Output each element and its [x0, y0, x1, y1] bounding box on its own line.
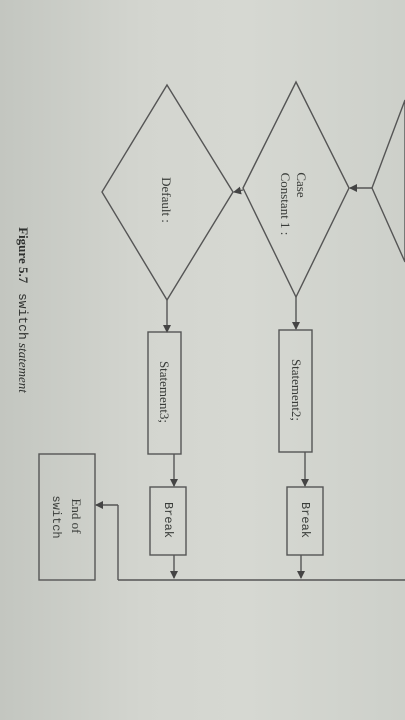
statement3-label: Statement3; [157, 360, 172, 424]
constant-1-label: Constant 1 : [278, 172, 293, 236]
caption-text: statement [16, 343, 31, 393]
figure-caption: Figure 5.7 switch statement [15, 215, 31, 405]
statement3-box [147, 331, 182, 455]
break-box-2 [149, 486, 187, 556]
statement2-box [278, 329, 313, 453]
break-box-1 [286, 486, 324, 556]
break-label-1: Break [298, 501, 312, 538]
caption-switch-keyword: switch [15, 292, 30, 340]
switch-word-label: switch [49, 495, 63, 539]
default-label: Default : [159, 177, 174, 223]
end-of-label: End of [69, 498, 84, 534]
statement2-label: Statement2; [289, 358, 304, 422]
arrow-case1-to-default [233, 186, 244, 195]
end-of-switch-box [38, 453, 96, 581]
case-label: Case [294, 172, 309, 198]
figure-number: Figure 5.7 [16, 227, 31, 284]
case-diamond-partial [371, 99, 405, 263]
break-label-2: Break [161, 501, 175, 538]
